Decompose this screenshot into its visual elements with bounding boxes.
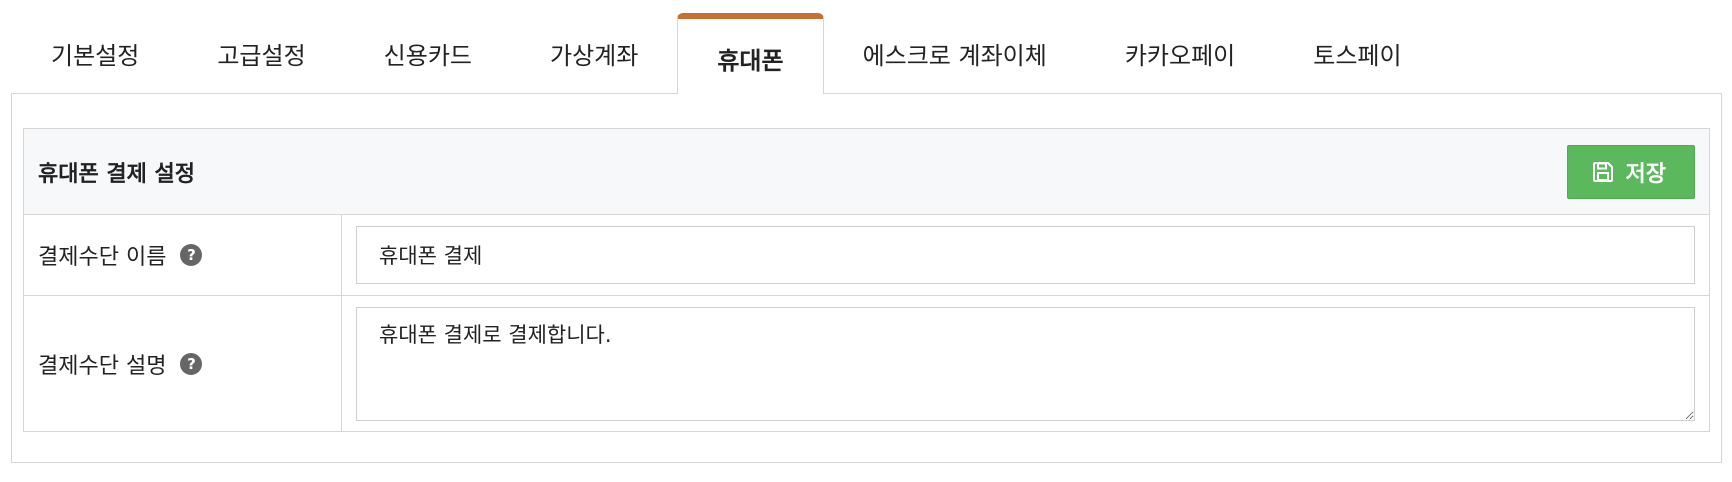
tab-credit-card[interactable]: 신용카드 [383, 41, 472, 70]
tab-advanced-settings[interactable]: 고급설정 [217, 41, 306, 70]
tab-tosspay[interactable]: 토스페이 [1313, 41, 1402, 70]
payment-description-label-cell: 결제수단 설명 ? [24, 296, 342, 431]
payment-name-row: 결제수단 이름 ? [24, 215, 1709, 296]
card-header: 휴대폰 결제 설정 저장 [24, 129, 1709, 215]
tab-virtual-account[interactable]: 가상계좌 [549, 41, 639, 70]
floppy-disk-icon [1592, 161, 1614, 183]
save-button[interactable]: 저장 [1566, 144, 1695, 199]
payment-description-value-cell: 휴대폰 결제로 결제합니다. [342, 296, 1709, 431]
payment-name-value-cell [342, 215, 1709, 295]
tab-kakaopay[interactable]: 카카오페이 [1124, 41, 1236, 70]
question-circle-icon[interactable]: ? [180, 352, 203, 375]
payment-description-row: 결제수단 설명 ? 휴대폰 결제로 결제합니다. [24, 296, 1709, 431]
question-circle-icon[interactable]: ? [180, 244, 203, 266]
payment-name-label: 결제수단 이름 [38, 245, 167, 270]
mobile-payment-settings-card: 휴대폰 결제 설정 저장 결제수단 이름 ? [23, 128, 1710, 432]
payment-name-label-cell: 결제수단 이름 ? [24, 215, 342, 295]
tab-mobile-phone[interactable]: 휴대폰 [677, 13, 824, 94]
payment-name-input[interactable] [356, 226, 1695, 284]
payment-method-tabs: 기본설정 고급설정 신용카드 가상계좌 휴대폰 에스크로 계좌이체 카카오페이 … [12, 13, 1441, 94]
tab-panel: 휴대폰 결제 설정 저장 결제수단 이름 ? [11, 93, 1722, 463]
save-button-label: 저장 [1625, 161, 1666, 187]
payment-description-label: 결제수단 설명 [38, 353, 167, 379]
payment-description-textarea[interactable]: 휴대폰 결제로 결제합니다. [356, 307, 1695, 421]
tab-basic-settings[interactable]: 기본설정 [51, 41, 140, 70]
card-title: 휴대폰 결제 설정 [38, 161, 195, 187]
tab-escrow-transfer[interactable]: 에스크로 계좌이체 [862, 41, 1047, 70]
